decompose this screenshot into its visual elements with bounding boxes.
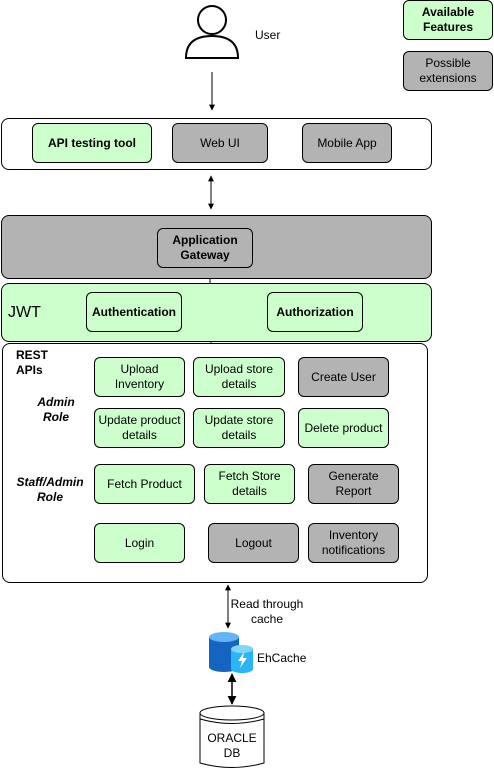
update-store-details-box: Update store details bbox=[193, 408, 285, 448]
login-box: Login bbox=[94, 523, 185, 563]
generate-report-box: Generate Report bbox=[308, 464, 399, 504]
authorization-box: Authorization bbox=[267, 292, 363, 332]
admin-role-label: Admin Role bbox=[37, 395, 75, 424]
fetch-product-box: Fetch Product bbox=[94, 464, 195, 504]
api-testing-tool-box: API testing tool bbox=[32, 123, 152, 163]
rest-apis-title: REST APIs bbox=[16, 348, 49, 377]
authentication-box: Authentication bbox=[86, 292, 182, 332]
update-product-details-box: Update product details bbox=[94, 408, 185, 448]
jwt-container bbox=[1, 283, 432, 342]
application-gateway-box: Application Gateway bbox=[157, 228, 253, 268]
user-icon bbox=[184, 5, 240, 59]
create-user-box: Create User bbox=[298, 357, 389, 397]
ehcache-icon bbox=[209, 632, 253, 673]
database-icon bbox=[199, 705, 265, 768]
legend-available-features: Available Features bbox=[403, 0, 493, 40]
fetch-store-details-box: Fetch Store details bbox=[204, 464, 295, 504]
upload-inventory-box: Upload Inventory bbox=[94, 357, 185, 397]
jwt-label: JWT bbox=[8, 304, 41, 321]
delete-product-box: Delete product bbox=[298, 408, 389, 448]
web-ui-box: Web UI bbox=[172, 123, 268, 163]
oracle-db-label: ORACLE DB bbox=[207, 731, 257, 760]
mobile-app-box: Mobile App bbox=[302, 123, 392, 163]
read-through-cache-label: Read through cache bbox=[230, 597, 304, 626]
logout-box: Logout bbox=[208, 523, 299, 563]
ehcache-label: EhCache bbox=[257, 651, 307, 665]
clients-container bbox=[1, 118, 432, 170]
user-label: User bbox=[255, 28, 281, 42]
staff-admin-role-label: Staff/Admin Role bbox=[16, 475, 84, 504]
inventory-notifications-box: Inventory notifications bbox=[308, 523, 399, 563]
upload-store-details-box: Upload store details bbox=[193, 357, 285, 397]
legend-possible-extensions: Possible extensions bbox=[403, 51, 493, 91]
